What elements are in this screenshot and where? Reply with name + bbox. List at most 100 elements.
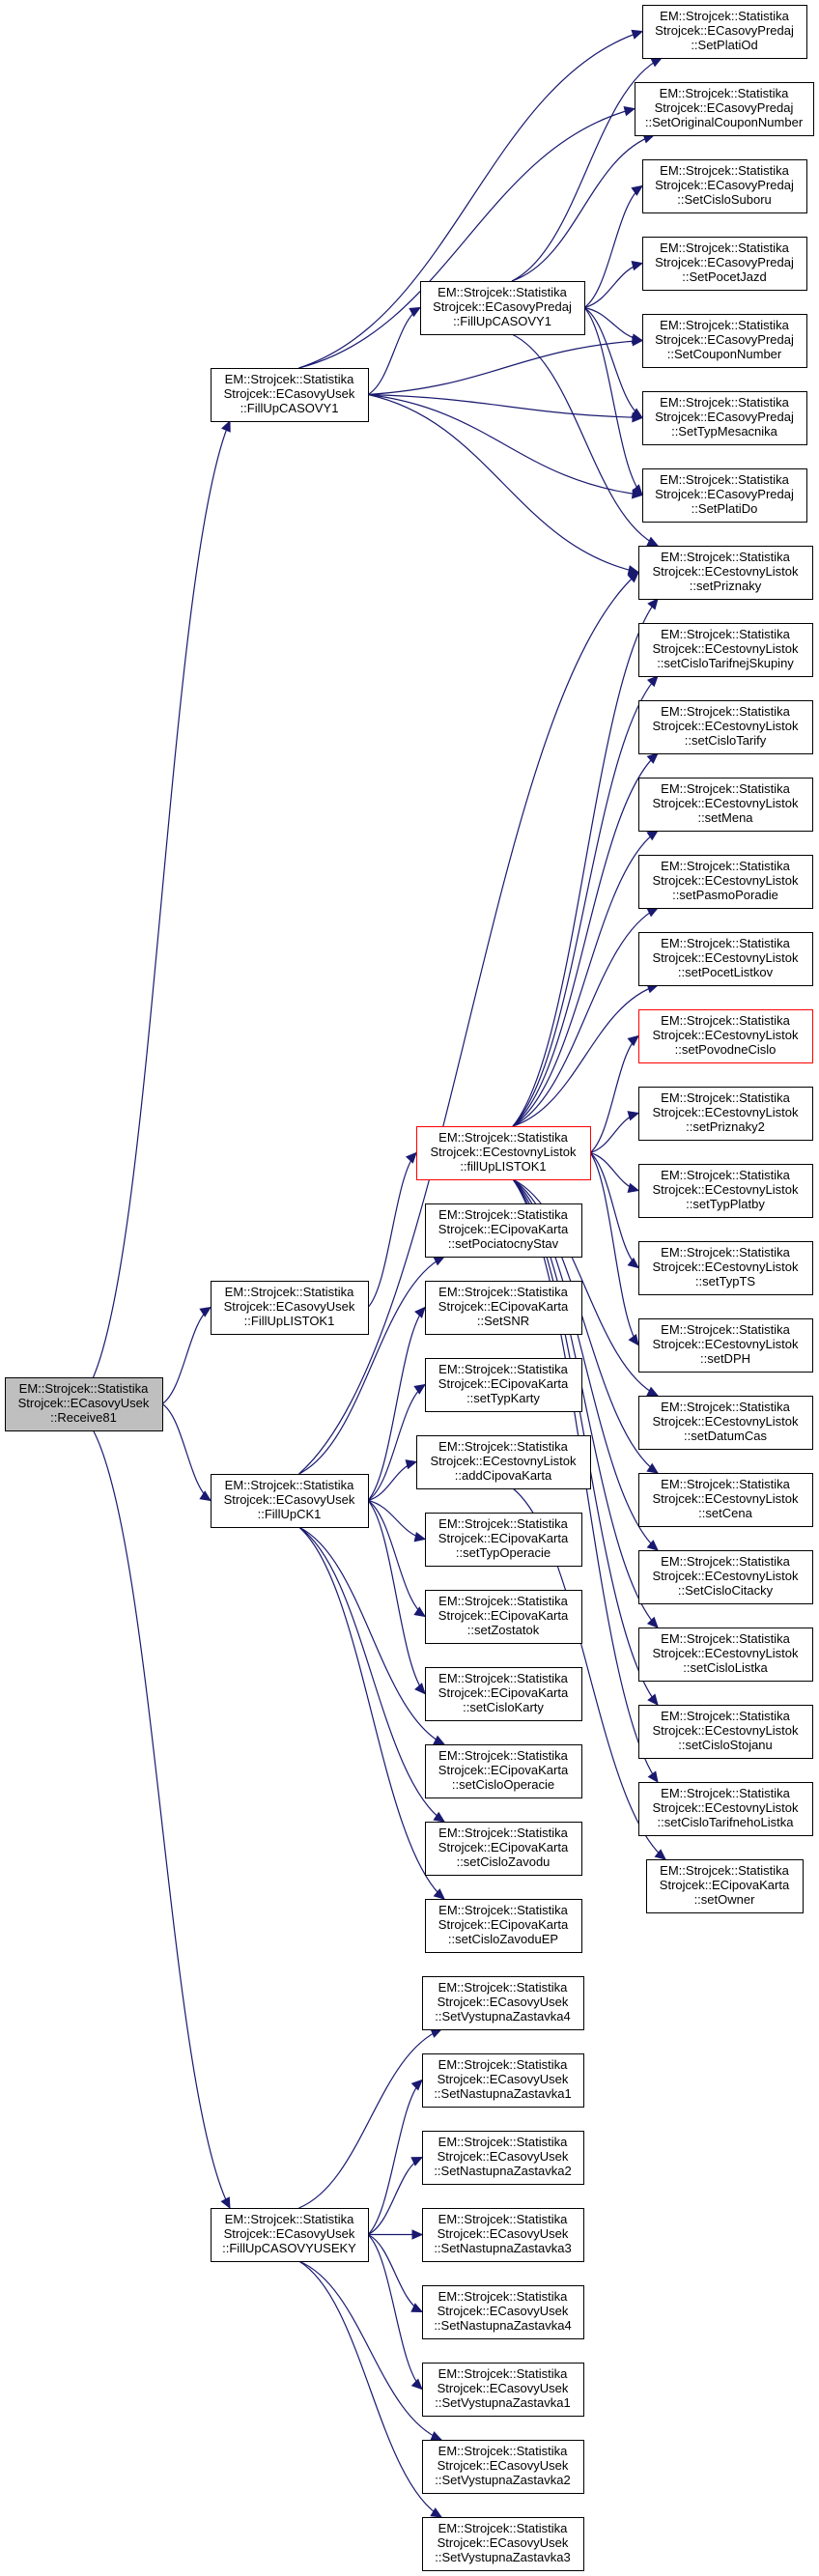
node-usek_setnastupna2[interactable]: EM::Strojcek::StatistikaStrojcek::ECasov… [422,2131,584,2185]
arrowhead-icon [413,1606,427,1618]
node-usek_filluplistok1[interactable]: EM::Strojcek::StatistikaStrojcek::ECasov… [211,1281,369,1335]
node-label-line: Strojcek::ECestovnyListok [652,564,799,579]
node-label-line: EM::Strojcek::Statistika [660,241,789,255]
node-label-line: EM::Strojcek::Statistika [661,1013,790,1028]
node-listok_setcislolistka[interactable]: EM::Strojcek::StatistikaStrojcek::ECesto… [638,1628,813,1682]
node-label-line: Strojcek::ECipovaKarta [438,1608,569,1623]
node-listok_setpasmoporadie[interactable]: EM::Strojcek::StatistikaStrojcek::ECesto… [638,855,813,909]
node-box [638,623,813,677]
node-box [638,1550,813,1604]
node-box [425,1590,582,1644]
node-label-line: EM::Strojcek::Statistika [661,859,790,873]
node-predaj_setcislosuboru[interactable]: EM::Strojcek::StatistikaStrojcek::ECasov… [642,159,807,213]
arrowhead-icon [646,1540,659,1551]
node-karta_setcislokarty[interactable]: EM::Strojcek::StatistikaStrojcek::ECipov… [425,1667,582,1721]
node-karta_setcislooperacie[interactable]: EM::Strojcek::StatistikaStrojcek::ECipov… [425,1744,582,1798]
arrowhead-icon [413,1532,427,1543]
node-listok_setdph[interactable]: EM::Strojcek::StatistikaStrojcek::ECesto… [638,1318,813,1373]
node-predaj_setpocetjazd[interactable]: EM::Strojcek::StatistikaStrojcek::ECasov… [642,237,807,291]
node-listok_settypts[interactable]: EM::Strojcek::StatistikaStrojcek::ECesto… [638,1241,813,1295]
edge-usek_fillupck1-to-listok_setpriznaky [298,572,639,1475]
node-karta_setsnr[interactable]: EM::Strojcek::StatistikaStrojcek::ECipov… [425,1281,582,1335]
node-listok_setcislotarifneholistka[interactable]: EM::Strojcek::StatistikaStrojcek::ECesto… [638,1782,813,1836]
node-label-line: Strojcek::ECipovaKarta [438,1840,569,1854]
node-box [638,932,813,986]
node-usek_setvystupna4[interactable]: EM::Strojcek::StatistikaStrojcek::ECasov… [422,1976,584,2030]
node-receive81[interactable]: EM::Strojcek::StatistikaStrojcek::ECasov… [5,1377,163,1431]
node-predaj_settypmesacnika[interactable]: EM::Strojcek::StatistikaStrojcek::ECasov… [642,391,807,445]
edge-listok_filluplistok1-to-listok_setpovodnecislo [589,1035,639,1153]
edge-predaj_fillupcasovy1-to-predaj_settypmesacnika [583,306,643,419]
node-karta_settypkarty[interactable]: EM::Strojcek::StatistikaStrojcek::ECipov… [425,1358,582,1412]
node-listok_filluplistok1[interactable]: EM::Strojcek::StatistikaStrojcek::ECesto… [416,1126,591,1180]
edge-listok_filluplistok1-to-listok_setpriznaky [512,598,659,1127]
arrowhead-icon [627,565,640,576]
arrowhead-icon [410,2156,424,2166]
node-label-line: EM::Strojcek::Statistika [661,1631,790,1646]
node-label-line: Strojcek::ECasovyPredaj [655,178,794,192]
edge-receive81-to-usek_fillupcasovy1 [92,420,231,1378]
edge-usek_fillupck1-to-karta_setcislooperacie [298,1526,445,1745]
node-usek_setnastupna4[interactable]: EM::Strojcek::StatistikaStrojcek::ECasov… [422,2285,584,2339]
node-label-line: ::FillUpCASOVYUSEKY [222,2241,356,2255]
node-label-line: Strojcek::ECestovnyListok [652,1260,799,1274]
node-usek_setvystupna1[interactable]: EM::Strojcek::StatistikaStrojcek::ECasov… [422,2363,584,2417]
node-label-line: ::setDPH [700,1351,750,1366]
node-listok_setpovodnecislo[interactable]: EM::Strojcek::StatistikaStrojcek::ECesto… [638,1009,813,1063]
node-usek_setvystupna3[interactable]: EM::Strojcek::StatistikaStrojcek::ECasov… [422,2517,584,2571]
node-usek_setnastupna1[interactable]: EM::Strojcek::StatistikaStrojcek::ECasov… [422,2053,584,2108]
node-listok_setcislotarifnejskupiny[interactable]: EM::Strojcek::StatistikaStrojcek::ECesto… [638,623,813,677]
node-karta_setzostatok[interactable]: EM::Strojcek::StatistikaStrojcek::ECipov… [425,1590,582,1644]
node-label-line: ::setPocetListkov [678,965,774,979]
node-predaj_setcouponnumber[interactable]: EM::Strojcek::StatistikaStrojcek::ECasov… [642,314,807,368]
node-listok_setpocetlistkov[interactable]: EM::Strojcek::StatistikaStrojcek::ECesto… [638,932,813,986]
node-label-line: EM::Strojcek::Statistika [661,1786,790,1800]
node-listok_setdatumcas[interactable]: EM::Strojcek::StatistikaStrojcek::ECesto… [638,1396,813,1450]
node-box [638,1473,813,1527]
node-label-line: Strojcek::ECasovyPredaj [655,332,794,347]
node-listok_settypplatby[interactable]: EM::Strojcek::StatistikaStrojcek::ECesto… [638,1164,813,1218]
node-label-line: ::addCipovaKarta [455,1468,552,1483]
node-label-line: Strojcek::ECasovyUsek [18,1396,150,1410]
node-predaj_setoriginalcouponnumber[interactable]: EM::Strojcek::StatistikaStrojcek::ECasov… [635,82,814,136]
node-listok_setpriznaky[interactable]: EM::Strojcek::StatistikaStrojcek::ECesto… [638,546,813,600]
node-label-line: Strojcek::ECasovyUsek [224,1299,355,1314]
arrowhead-icon [433,1735,446,1745]
node-label-line: Strojcek::ECasovyUsek [224,2226,355,2241]
node-label-line: ::setCisloOperacie [452,1777,554,1792]
node-usek_fillupck1[interactable]: EM::Strojcek::StatistikaStrojcek::ECasov… [211,1474,369,1528]
node-box [422,2285,584,2339]
node-predaj_setplatiod[interactable]: EM::Strojcek::StatistikaStrojcek::ECasov… [642,5,807,59]
node-listok_setcislotarify[interactable]: EM::Strojcek::StatistikaStrojcek::ECesto… [638,700,813,754]
node-listok_addcipovakarta[interactable]: EM::Strojcek::StatistikaStrojcek::ECesto… [416,1435,591,1489]
node-label-line: ::FillUpCASOVY1 [453,314,551,328]
node-listok_setpriznaky2[interactable]: EM::Strojcek::StatistikaStrojcek::ECesto… [638,1087,813,1141]
node-usek_fillupcasovyuseky[interactable]: EM::Strojcek::StatistikaStrojcek::ECasov… [211,2208,369,2262]
arrowhead-icon [410,2378,423,2391]
node-listok_setcena[interactable]: EM::Strojcek::StatistikaStrojcek::ECesto… [638,1473,813,1527]
node-karta_setcislozavoduep[interactable]: EM::Strojcek::StatistikaStrojcek::ECipov… [425,1899,582,1953]
node-usek_setnastupna3[interactable]: EM::Strojcek::StatistikaStrojcek::ECasov… [422,2208,584,2262]
node-label-line: Strojcek::ECasovyUsek [224,386,355,401]
node-karta_settypoperacie[interactable]: EM::Strojcek::StatistikaStrojcek::ECipov… [425,1513,582,1567]
node-listok_setcislocitacky[interactable]: EM::Strojcek::StatistikaStrojcek::ECesto… [638,1550,813,1604]
node-label-line: EM::Strojcek::Statistika [661,1709,790,1723]
edge-usek_fillupcasovy1-to-predaj_setoriginalcouponnumber [298,107,635,369]
node-listok_setmena[interactable]: EM::Strojcek::StatistikaStrojcek::ECesto… [638,778,813,832]
node-karta_setpociatocnystav[interactable]: EM::Strojcek::StatistikaStrojcek::ECipov… [425,1203,582,1258]
node-label-line: ::SetNastupnaZastavka2 [434,2164,571,2178]
node-usek_fillupcasovy1[interactable]: EM::Strojcek::StatistikaStrojcek::ECasov… [211,368,369,422]
edge-usek_fillupck1-to-karta_setpociatocnystav [298,1256,445,1475]
node-listok_setcislostojanu[interactable]: EM::Strojcek::StatistikaStrojcek::ECesto… [638,1705,813,1759]
arrowhead-icon [646,1462,660,1474]
node-karta_setcislozavodu[interactable]: EM::Strojcek::StatistikaStrojcek::ECipov… [425,1822,582,1876]
node-label-line: ::setTypKarty [466,1391,540,1405]
node-label-line: ::setTypPlatby [686,1197,765,1211]
node-predaj_setplatido[interactable]: EM::Strojcek::StatistikaStrojcek::ECasov… [642,468,807,523]
node-usek_setvystupna2[interactable]: EM::Strojcek::StatistikaStrojcek::ECasov… [422,2440,584,2494]
node-karta_setowner[interactable]: EM::Strojcek::StatistikaStrojcek::ECipov… [646,1859,804,1913]
node-label-line: Strojcek::ECestovnyListok [652,1569,799,1583]
edge-usek_fillupcasovyuseky-to-usek_setvystupna3 [298,2260,442,2518]
arrowhead-icon [627,1257,639,1269]
node-predaj_fillupcasovy1[interactable]: EM::Strojcek::StatistikaStrojcek::ECasov… [420,281,585,335]
